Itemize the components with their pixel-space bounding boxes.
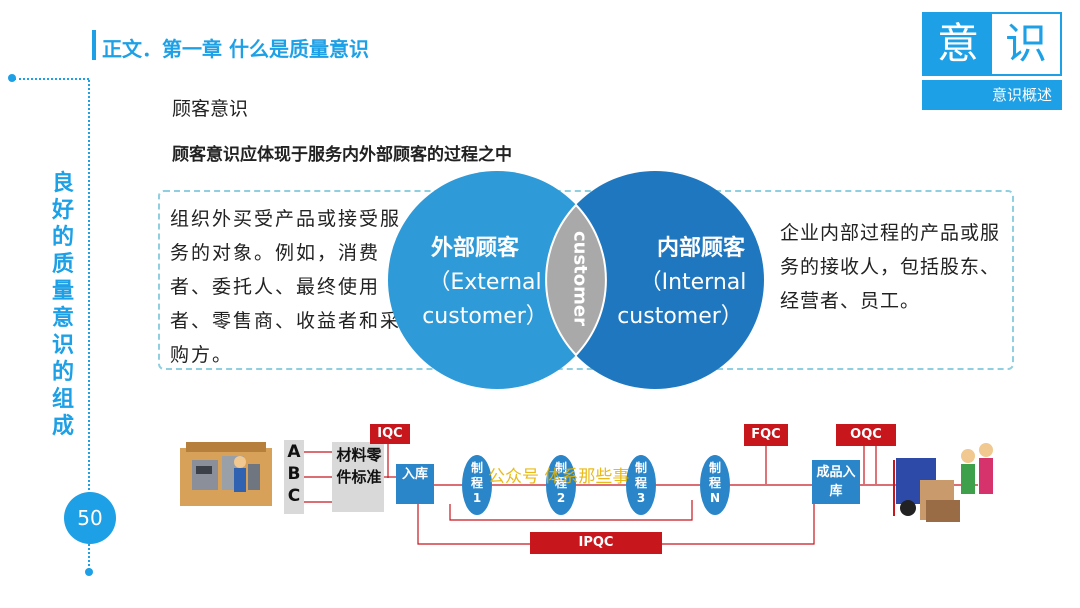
abc-label-c: C [287,486,301,506]
venn-center-label: customer [569,230,591,326]
venn-left-sub2: customer） [422,304,548,329]
fqc-tag: FQC [744,424,788,446]
materials-label: 材料零件标准 [336,446,382,486]
badge-char-left: 意 [924,14,992,74]
page-number: 50 [64,492,116,544]
abc-labels: A B C [284,441,304,507]
page-title: 正文．第一章 什么是质量意识 [102,37,369,61]
sidebar-dot-bottom [85,568,93,576]
iqc-tag: IQC [370,424,410,444]
finished-goods-box: 成品入库 [812,460,860,504]
venn-right-sub1: （Internal [639,270,747,295]
venn-right-circle [546,171,764,389]
oqc-tag: OQC [836,424,896,446]
abc-label-b: B [287,464,301,484]
sidebar-dot-top [8,74,16,82]
delivery-illustration [896,443,993,522]
abc-label-a: A [287,442,301,462]
venn-left-title: 外部顾客 [430,236,519,261]
customer-dashed-panel [158,190,1014,370]
venn-diagram [388,171,764,389]
sidebar-vertical-title: 良好的质量意识的组成 [51,171,74,439]
internal-customer-description: 企业内部过程的产品或服务的接收人，包括股东、经营者、员工。 [780,222,1001,312]
venn-right-sub2: customer） [617,304,743,329]
sidebar-dotted-line-top [14,78,89,80]
sidebar-dotted-line-vertical [88,80,90,570]
ipqc-tag: IPQC [530,532,662,554]
external-customer-description: 组织外买受产品或接受服务的对象。例如，消费者、委托人、最终使用者、零售商、收益者… [170,208,402,366]
process-flow-diagram [180,440,993,545]
factory-icon [180,442,272,506]
venn-left-circle [388,171,606,389]
abc-box [284,440,304,514]
section-subtitle: 顾客意识应体现于服务内外部顾客的过程之中 [172,145,512,165]
watermark: 公众号 体系那些事 [488,467,630,487]
badge-char-right: 识 [1004,19,1047,68]
materials-box [332,442,384,512]
header-accent-bar [92,30,96,60]
badge-subtitle: 意识概述 [922,80,1062,110]
venn-left-sub1: （External [428,270,542,295]
section-title: 顾客意识 [172,98,249,120]
warehouse-in-box: 入库 [396,464,434,504]
venn-right-title: 内部顾客 [656,236,745,261]
